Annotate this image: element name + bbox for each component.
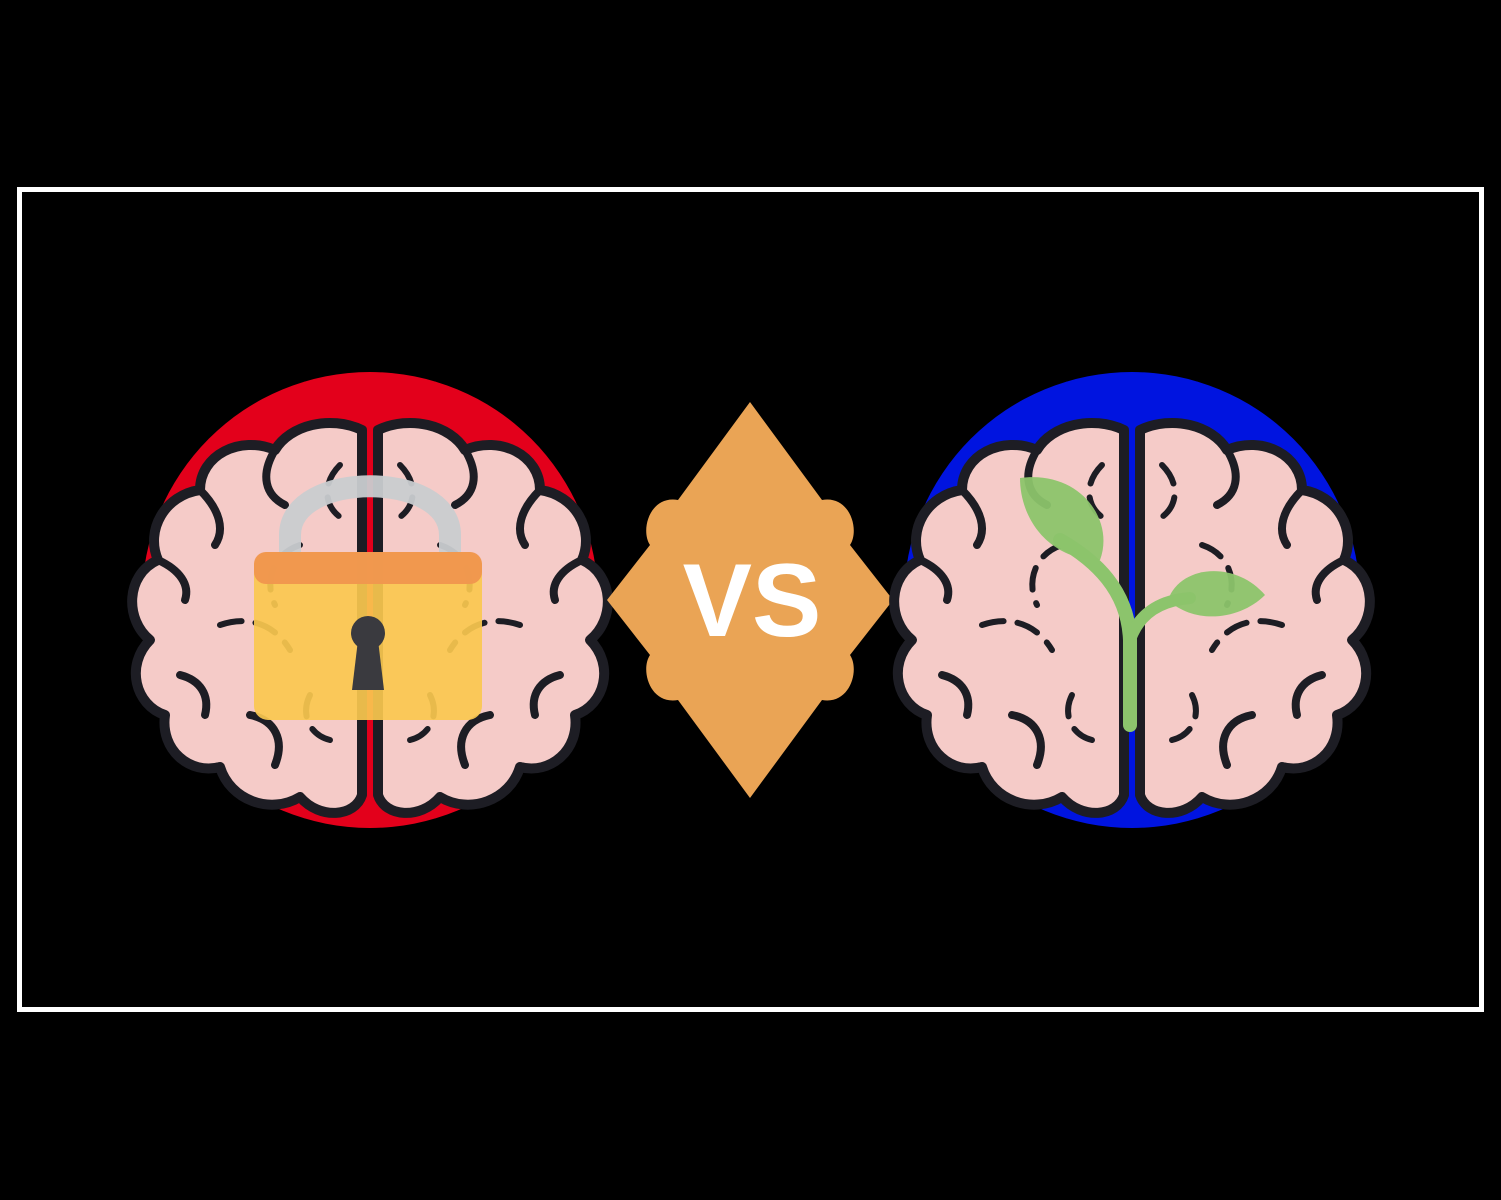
vs-diamond-shape [607, 402, 893, 798]
vs-label: VS [683, 543, 822, 659]
lock-top-band [254, 552, 482, 584]
brain-lock-icon [132, 372, 608, 828]
leaf-icon [1168, 571, 1265, 617]
brain-sprout-icon [894, 372, 1370, 828]
vs-badge: VS [607, 402, 893, 798]
leaf-icon [1020, 477, 1104, 560]
lock-shackle [279, 475, 461, 579]
